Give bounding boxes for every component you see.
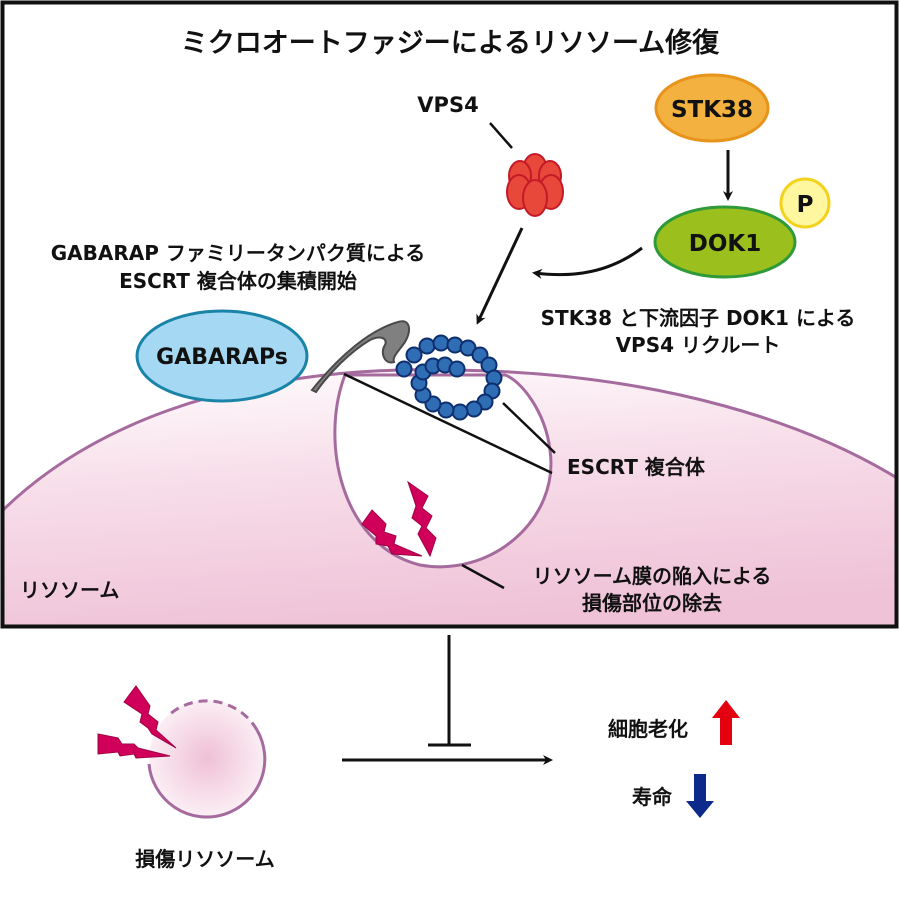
- page-title: ミクロオートファジーによるリソソーム修復: [181, 27, 720, 59]
- lifespan-label: 寿命: [632, 785, 673, 809]
- escrt-leader-line-2: [502, 402, 556, 454]
- gabaraps-label: GABARAPs: [156, 345, 288, 370]
- vps4-to-escrt-arrow: [476, 227, 524, 325]
- invagination-annotation-line2: 損傷部位の除去: [582, 591, 722, 615]
- phosphate-marker: P: [779, 177, 831, 229]
- dok1-protein: DOK1: [653, 205, 797, 279]
- escrt-bead: [451, 403, 469, 421]
- gabarap-annotation-line1: GABARAP ファミリータンパク質による: [51, 241, 426, 265]
- lifespan-down-arrow-icon: [686, 774, 714, 818]
- escrt-spiral: [395, 334, 503, 421]
- damaged-lysosome: [147, 699, 267, 819]
- escrt-bead: [432, 334, 450, 352]
- dok1-recruit-arrow: [532, 246, 643, 279]
- invagination-annotation-line1: リソソーム膜の陥入による: [533, 564, 772, 588]
- damage-bolt-icon: [97, 733, 171, 759]
- stk38-annotation-line1: STK38 と下流因子 DOK1 による: [541, 306, 856, 330]
- stk38-protein: STK38: [654, 73, 770, 143]
- escrt-bead: [448, 360, 466, 378]
- escrt-bead: [395, 360, 413, 378]
- gabarap-annotation-line2: ESCRT 複合体の集積開始: [119, 269, 357, 293]
- vps4-leader-line: [489, 122, 513, 149]
- damaged-lysosome-label: 損傷リソソーム: [135, 847, 274, 871]
- escrt-bead: [465, 400, 483, 418]
- senescence-label: 細胞老化: [608, 717, 688, 741]
- lysosome-label: リソソーム: [20, 578, 119, 602]
- dok1-label: DOK1: [689, 231, 761, 257]
- damage-bolt-icon: [123, 685, 177, 749]
- escrt-label: ESCRT 複合体: [567, 455, 706, 479]
- senescence-up-arrow-icon: [712, 700, 740, 745]
- vps4-hexamer: [506, 153, 564, 217]
- escrt-leader-line-1: [343, 372, 553, 475]
- damage-bolt-icon: [407, 480, 437, 558]
- invagination-vesicle: [333, 373, 553, 569]
- escrt-hook-protein: [310, 320, 411, 394]
- vps4-label: VPS4: [417, 93, 478, 117]
- gabaraps-protein: GABARAPs: [135, 309, 309, 403]
- stk38-label: STK38: [671, 97, 753, 123]
- frame-border: [0, 0, 899, 629]
- escrt-bead: [405, 346, 423, 364]
- escrt-bead: [418, 337, 436, 355]
- invagination-leader-line: [461, 563, 505, 590]
- damage-bolt-icon: [361, 509, 423, 557]
- phosphate-label: P: [797, 192, 814, 218]
- stk38-annotation-line2: VPS4 リクルート: [616, 333, 781, 357]
